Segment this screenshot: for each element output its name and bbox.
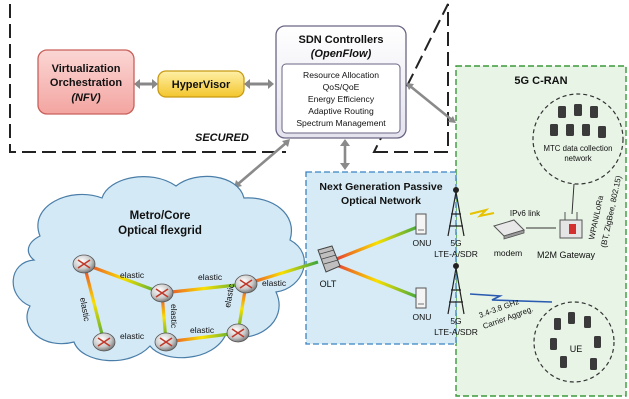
nfv-box <box>37 49 135 115</box>
ue-label: UE <box>570 344 583 354</box>
ue-devices <box>550 312 601 370</box>
pon-title-line2: Optical Network <box>341 195 421 207</box>
mtc-network-circle <box>532 93 624 185</box>
sdn-control-arrows <box>234 83 456 188</box>
mtc-label-line1: MTC data collection <box>544 144 613 153</box>
cran-title: 5G C-RAN <box>514 75 567 87</box>
tower-bottom-line1: 5G <box>450 316 461 326</box>
metro-title-line2: Optical flexgrid <box>118 225 202 237</box>
elastic-label: elastic <box>169 304 179 329</box>
secured-label: SECURED <box>195 132 249 144</box>
elastic-label: elastic <box>190 325 215 335</box>
sdn-title: SDN Controllers <box>299 34 384 46</box>
mtc-gateway-link <box>571 183 575 215</box>
nfv-hypervisor-arrow <box>134 79 158 89</box>
hypervisor-label: HyperVisor <box>172 79 231 91</box>
wireless-link-icon <box>469 293 553 303</box>
onu-top-label: ONU <box>413 238 432 248</box>
nfv-line1: Virtualization <box>52 63 121 75</box>
router-icon <box>92 332 116 352</box>
modem-icon <box>493 219 525 240</box>
sdn-function: Spectrum Management <box>296 118 386 128</box>
pon-title-line1: Next Generation Passive <box>319 181 442 193</box>
tower-top-line1: 5G <box>450 238 461 248</box>
olt-icon <box>317 245 341 273</box>
cell-tower-icon <box>447 187 465 237</box>
onu-icon <box>415 287 427 309</box>
sdn-subtitle: (OpenFlow) <box>311 48 372 60</box>
elastic-label: elastic <box>262 278 287 288</box>
mtc-label-line2: network <box>564 154 591 163</box>
nfv-line2: Orchestration <box>50 77 122 89</box>
gateway-label: M2M Gateway <box>537 250 596 260</box>
tower-top-line2: LTE-A/SDR <box>434 249 478 259</box>
elastic-label: elastic <box>120 331 145 341</box>
metro-cloud <box>12 175 305 362</box>
router-icon <box>154 332 178 352</box>
elastic-label: elastic <box>198 272 223 282</box>
secured-zone-border <box>9 3 449 153</box>
metro-title-line1: Metro/Core <box>130 210 191 222</box>
onu-icon <box>415 213 427 235</box>
sdn-function: Energy Efficiency <box>308 94 375 104</box>
router-icon <box>72 254 96 274</box>
sdn-function: QoS/QoE <box>323 82 360 92</box>
ipv6-link-label: IPv6 link <box>510 209 541 218</box>
elastic-label: elastic <box>120 270 145 280</box>
pon-fiber-links <box>333 224 421 300</box>
ue-circle <box>533 301 615 383</box>
onu-bottom-label: ONU <box>413 312 432 322</box>
router-icon <box>234 274 258 294</box>
router-icon <box>226 323 250 343</box>
sdn-function: Resource Allocation <box>303 70 379 80</box>
router-icon <box>150 283 174 303</box>
hypervisor-sdn-arrow <box>244 79 274 89</box>
nfv-line3: (NFV) <box>71 92 101 104</box>
wireless-link-icon <box>469 208 495 218</box>
elastic-label: elastic <box>78 297 92 323</box>
cell-tower-icon <box>447 263 465 315</box>
mtc-devices <box>550 104 606 138</box>
sdn-functions-box <box>281 63 401 134</box>
modem-label: modem <box>494 248 522 258</box>
olt-label: OLT <box>320 279 337 289</box>
sdn-function: Adaptive Routing <box>308 106 374 116</box>
m2m-gateway-icon <box>559 212 583 239</box>
elastic-label: elastic <box>222 282 236 308</box>
tower-bottom-line2: LTE-A/SDR <box>434 327 478 337</box>
